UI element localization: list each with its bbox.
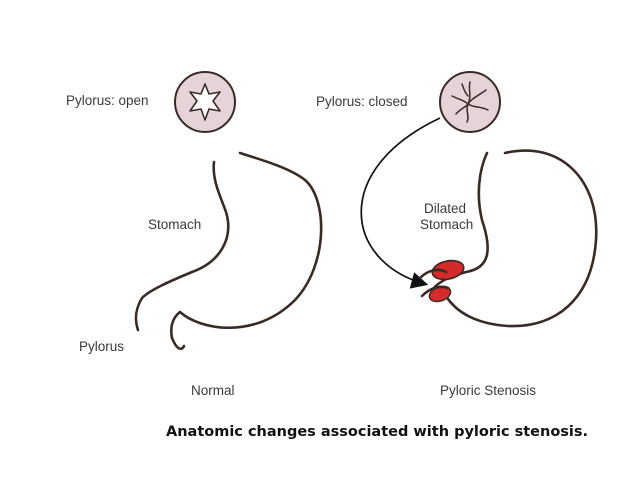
label-pyloric-stenosis: Pyloric Stenosis [440, 383, 536, 398]
open-lumen [189, 83, 221, 121]
normal-stomach [134, 151, 323, 351]
pylorus-closed-cross-section [439, 71, 501, 133]
figure-caption: Anatomic changes associated with pyloric… [166, 424, 588, 440]
label-pylorus-open: Pylorus: open [66, 93, 149, 108]
pylorus-open-cross-section [174, 71, 236, 133]
label-pylorus-closed: Pylorus: closed [316, 94, 408, 109]
normal-stomach-outer-curve [169, 151, 323, 340]
dilated-stomach [418, 149, 598, 328]
hypertrophic-pyloric-muscle-upper [431, 259, 465, 281]
normal-stomach-inner-curve [134, 160, 230, 332]
label-pylorus: Pylorus [79, 339, 124, 354]
label-normal: Normal [191, 383, 235, 398]
label-stomach: Stomach [148, 217, 201, 232]
label-dilated-line2: Stomach [420, 217, 473, 232]
label-dilated-line1: Dilated [424, 201, 466, 216]
closing-arrow [360, 117, 441, 289]
stenotic-pyloric-channel [418, 268, 450, 298]
closed-lumen-folds [451, 81, 489, 123]
normal-pylorus-tip [170, 336, 186, 351]
dilated-stomach-outer-curve [444, 149, 598, 328]
